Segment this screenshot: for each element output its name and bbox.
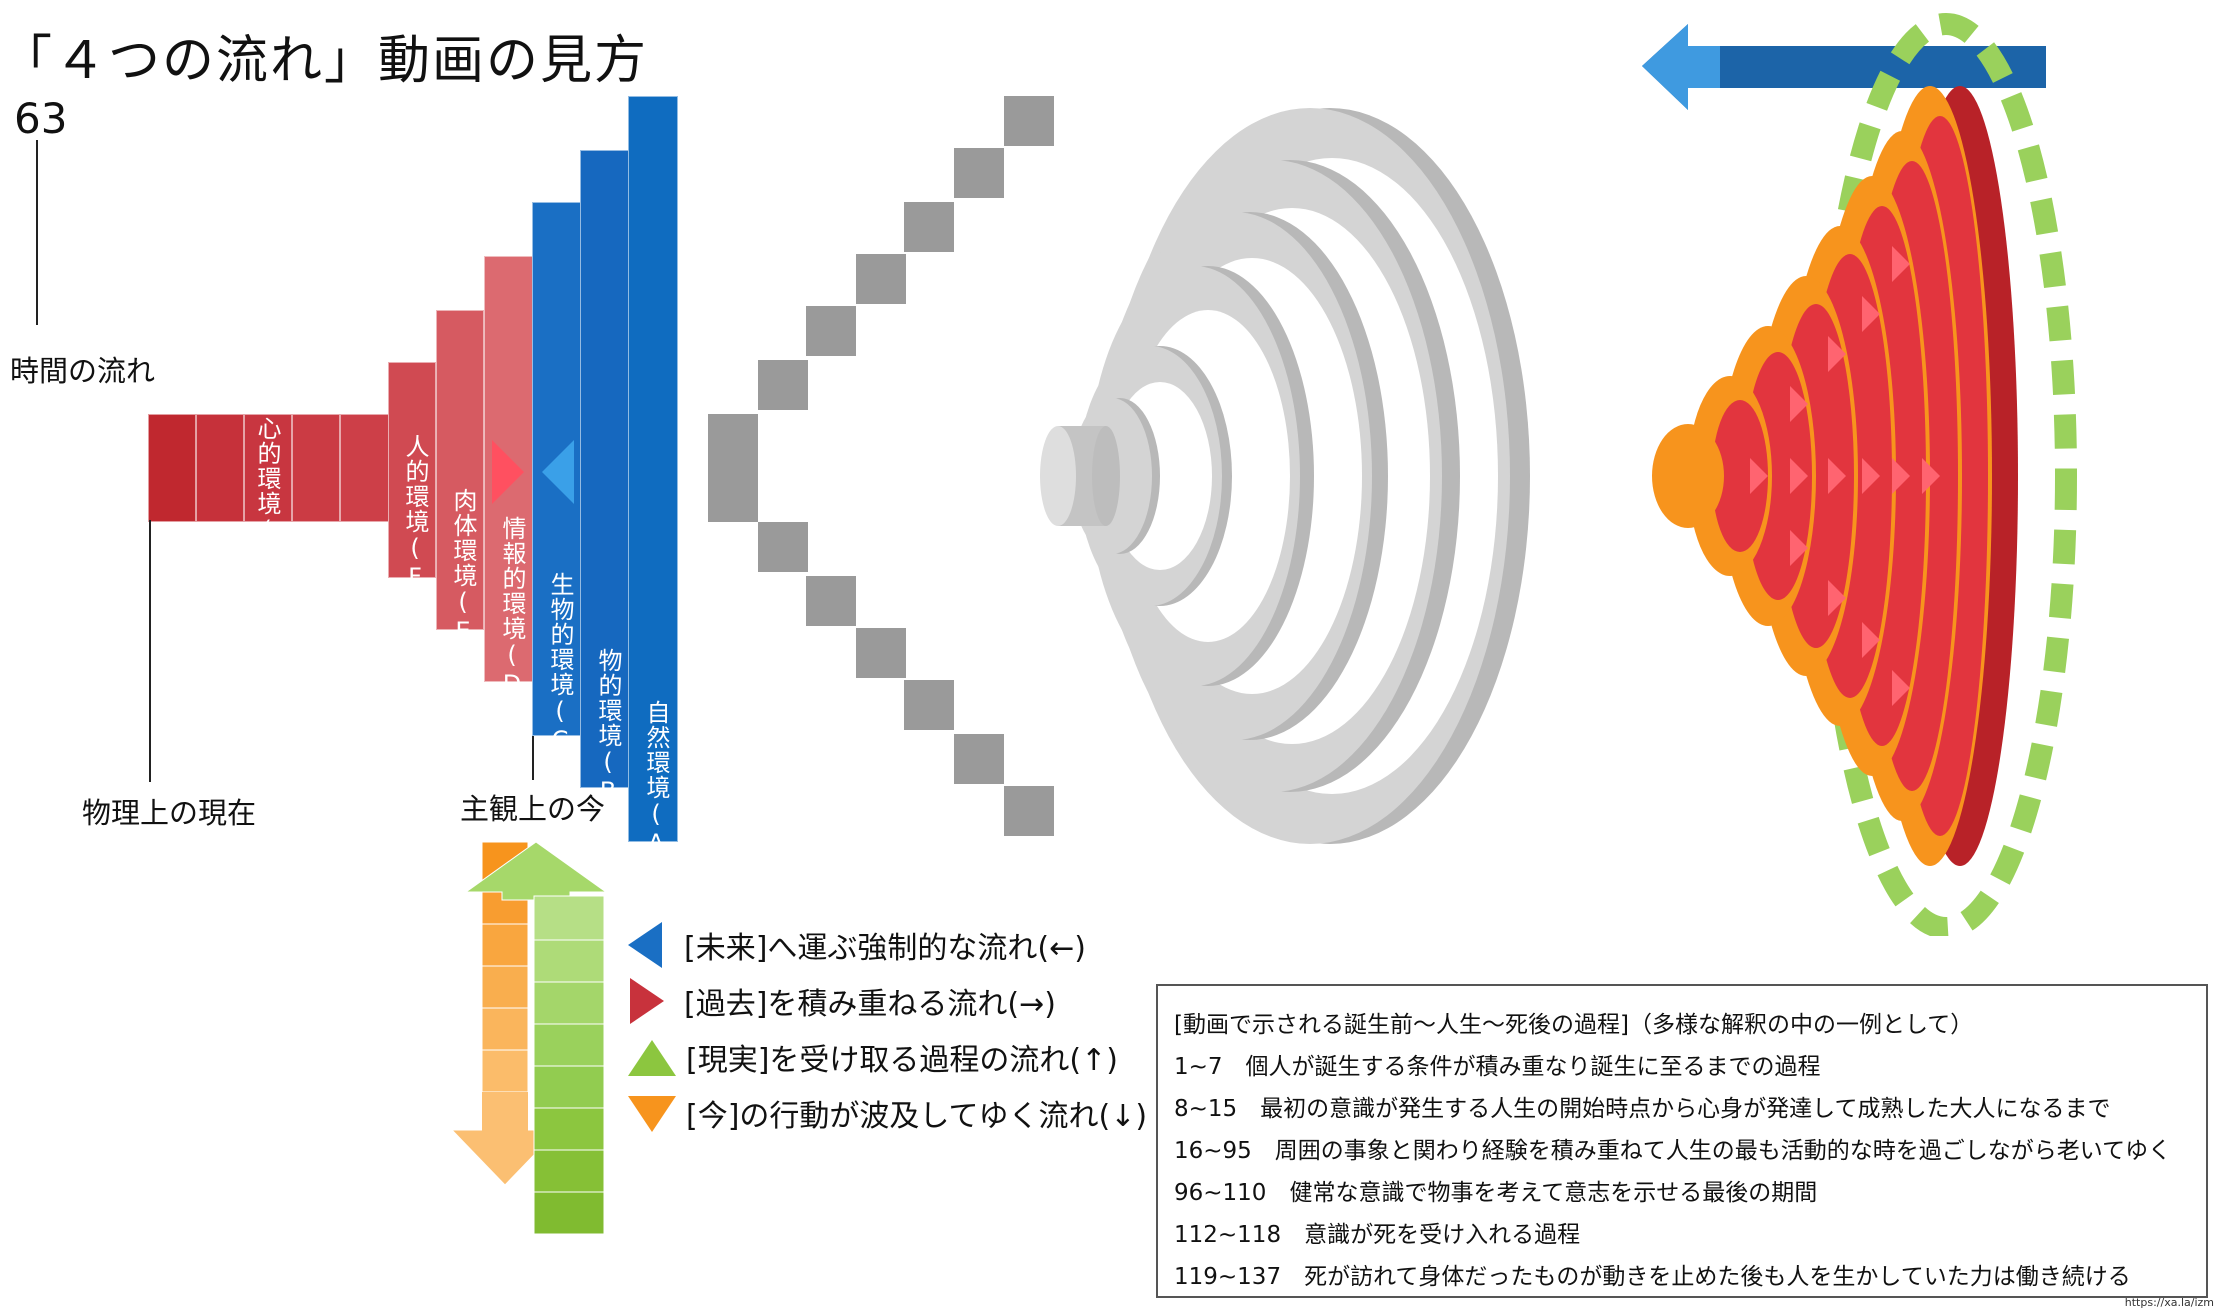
info-row: 119~137 死が訪れて身体だったものが動きを止めた後も人を生かしていた力は働… bbox=[1174, 1264, 2131, 1290]
legend-row-past: [過去]を積み重ねる流れ(→) bbox=[626, 974, 1056, 1028]
green-up-arrow bbox=[464, 841, 608, 1235]
gray-square bbox=[1004, 786, 1054, 836]
gray-square bbox=[954, 734, 1004, 784]
gray-square bbox=[806, 306, 856, 356]
info-heading: [動画で示される誕生前～人生～死後の過程]（多様な解釈の中の一例として） bbox=[1174, 1012, 1974, 1038]
env-g-segment bbox=[148, 414, 196, 522]
time-axis-line bbox=[36, 140, 38, 325]
env-e-label: 肉体環境(E) bbox=[449, 488, 477, 675]
frame-number: 63 bbox=[14, 94, 68, 143]
subjective-now-line bbox=[532, 736, 534, 780]
env-b-label: 物的環境(B) bbox=[594, 648, 622, 835]
subjective-now-label: 主観上の今 bbox=[460, 792, 606, 826]
gray-square bbox=[904, 202, 954, 252]
info-row: 16~95 周囲の事象と関わり経験を積み重ねて人生の最も活動的な時を過ごしながら… bbox=[1174, 1138, 2172, 1164]
info-row: 112~118 意識が死を受け入れる過程 bbox=[1174, 1222, 1581, 1248]
physical-present-label: 物理上の現在 bbox=[82, 796, 257, 830]
gray-square bbox=[1004, 96, 1054, 146]
red-right-triangle-icon bbox=[492, 440, 524, 504]
env-g-segment bbox=[244, 414, 292, 522]
legend-label: [今]の行動が波及してゆく流れ(↓) bbox=[686, 1099, 1148, 1134]
env-f-block bbox=[388, 362, 436, 578]
env-d-label: 情報的環境(D) bbox=[498, 516, 526, 728]
env-a-block bbox=[628, 96, 678, 842]
legend-label: [過去]を積み重ねる流れ(→) bbox=[684, 987, 1056, 1022]
legend-row-future: [未来]へ運ぶ強制的な流れ(←) bbox=[626, 918, 1086, 972]
info-row: 1~7 個人が誕生する条件が積み重なり誕生に至るまでの過程 bbox=[1174, 1054, 1821, 1080]
gray-square bbox=[904, 680, 954, 730]
up-down-arrows bbox=[450, 841, 608, 1235]
gray-square bbox=[758, 522, 808, 572]
green-up-triangle-icon bbox=[628, 1040, 676, 1076]
orange-down-triangle-icon bbox=[628, 1096, 676, 1132]
gray-square bbox=[708, 414, 758, 522]
info-row: 8~15 最初の意識が発生する人生の開始時点から心身が発達して成熟した大人になる… bbox=[1174, 1096, 2111, 1122]
env-g-label: 心的環境(G) bbox=[253, 416, 281, 603]
red-right-triangle-icon bbox=[630, 978, 664, 1024]
legend-label: [未来]へ運ぶ強制的な流れ(←) bbox=[684, 931, 1086, 966]
gray-square bbox=[856, 628, 906, 678]
gray-square bbox=[758, 360, 808, 410]
legend-row-reality: [現実]を受け取る過程の流れ(↑) bbox=[626, 1030, 1118, 1084]
red-right-arrows bbox=[1750, 246, 1940, 706]
env-e-block bbox=[436, 310, 484, 630]
env-g-segment bbox=[292, 414, 340, 522]
info-row: 96~110 健常な意識で物事を考えて意志を示せる最後の期間 bbox=[1174, 1180, 1818, 1206]
flow-cone bbox=[1642, 13, 2077, 936]
blue-left-triangle-icon bbox=[628, 922, 662, 968]
blue-left-triangle-icon bbox=[542, 440, 574, 504]
env-f-label: 人的環境(F) bbox=[401, 434, 429, 621]
time-flow-label: 時間の流れ bbox=[10, 354, 156, 388]
physical-present-line bbox=[149, 520, 151, 782]
process-info-box: [動画で示される誕生前～人生～死後の過程]（多様な解釈の中の一例として） 1~7… bbox=[1156, 984, 2208, 1298]
gray-rings bbox=[1040, 108, 1530, 844]
legend-row-now: [今]の行動が波及してゆく流れ(↓) bbox=[626, 1086, 1147, 1140]
legend-label: [現実]を受け取る過程の流れ(↑) bbox=[686, 1043, 1118, 1078]
env-c-label: 生物的環境(C) bbox=[546, 572, 574, 784]
gray-square bbox=[806, 576, 856, 626]
blue-left-arrow-icon bbox=[1642, 24, 2046, 110]
env-g-segment bbox=[196, 414, 244, 522]
credit-url: https://xa.la/izm bbox=[2124, 1296, 2214, 1309]
gray-square bbox=[856, 254, 906, 304]
core bbox=[1040, 426, 1120, 526]
gray-square bbox=[954, 148, 1004, 198]
page-title: 「４つの流れ」動画の見方 bbox=[0, 31, 649, 91]
env-a-label: 自然環境(A) bbox=[642, 700, 670, 887]
now-indicator-icons bbox=[492, 440, 574, 504]
env-g-segment bbox=[340, 414, 390, 522]
